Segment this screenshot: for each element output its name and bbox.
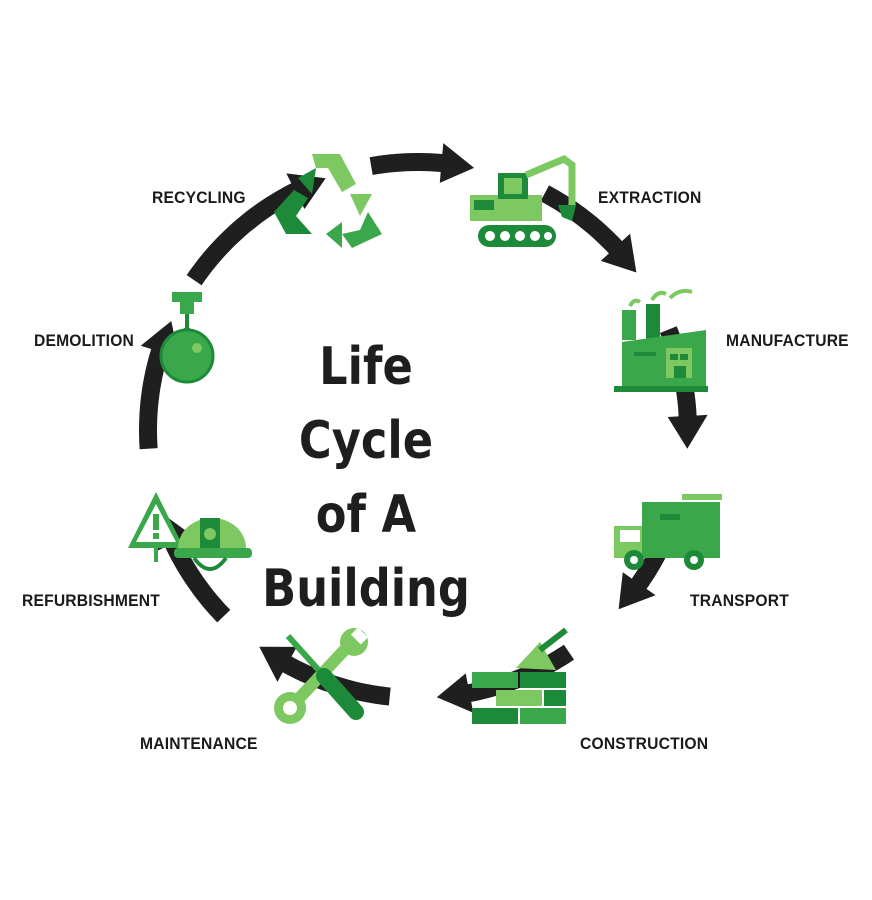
wrecking-ball-icon (159, 292, 215, 384)
label-demolition: DEMOLITION (34, 331, 135, 350)
wrench-screwdriver-icon (274, 627, 368, 724)
bricks-trowel-icon (472, 627, 568, 724)
title-line-1: Life Cycle (298, 337, 434, 471)
label-recycling: RECYCLING (152, 188, 246, 207)
warning-hardhat-icon (128, 492, 252, 571)
label-construction: CONSTRUCTION (580, 734, 709, 753)
cycle-arrow-1 (369, 143, 475, 183)
label-extraction: EXTRACTION (598, 188, 702, 207)
title-line-2: of A (315, 485, 417, 545)
label-manufacture: MANUFACTURE (726, 331, 849, 350)
label-transport: TRANSPORT (690, 591, 789, 610)
title-line-3: Building (262, 559, 470, 619)
recycle-icon (274, 154, 382, 248)
label-maintenance: MAINTENANCE (140, 734, 258, 753)
page-title: Life Cycle of A Building (236, 330, 496, 626)
label-refurbishment: REFURBISHMENT (22, 591, 160, 610)
factory-icon (614, 288, 708, 392)
truck-icon (614, 494, 722, 570)
excavator-icon (470, 154, 576, 247)
